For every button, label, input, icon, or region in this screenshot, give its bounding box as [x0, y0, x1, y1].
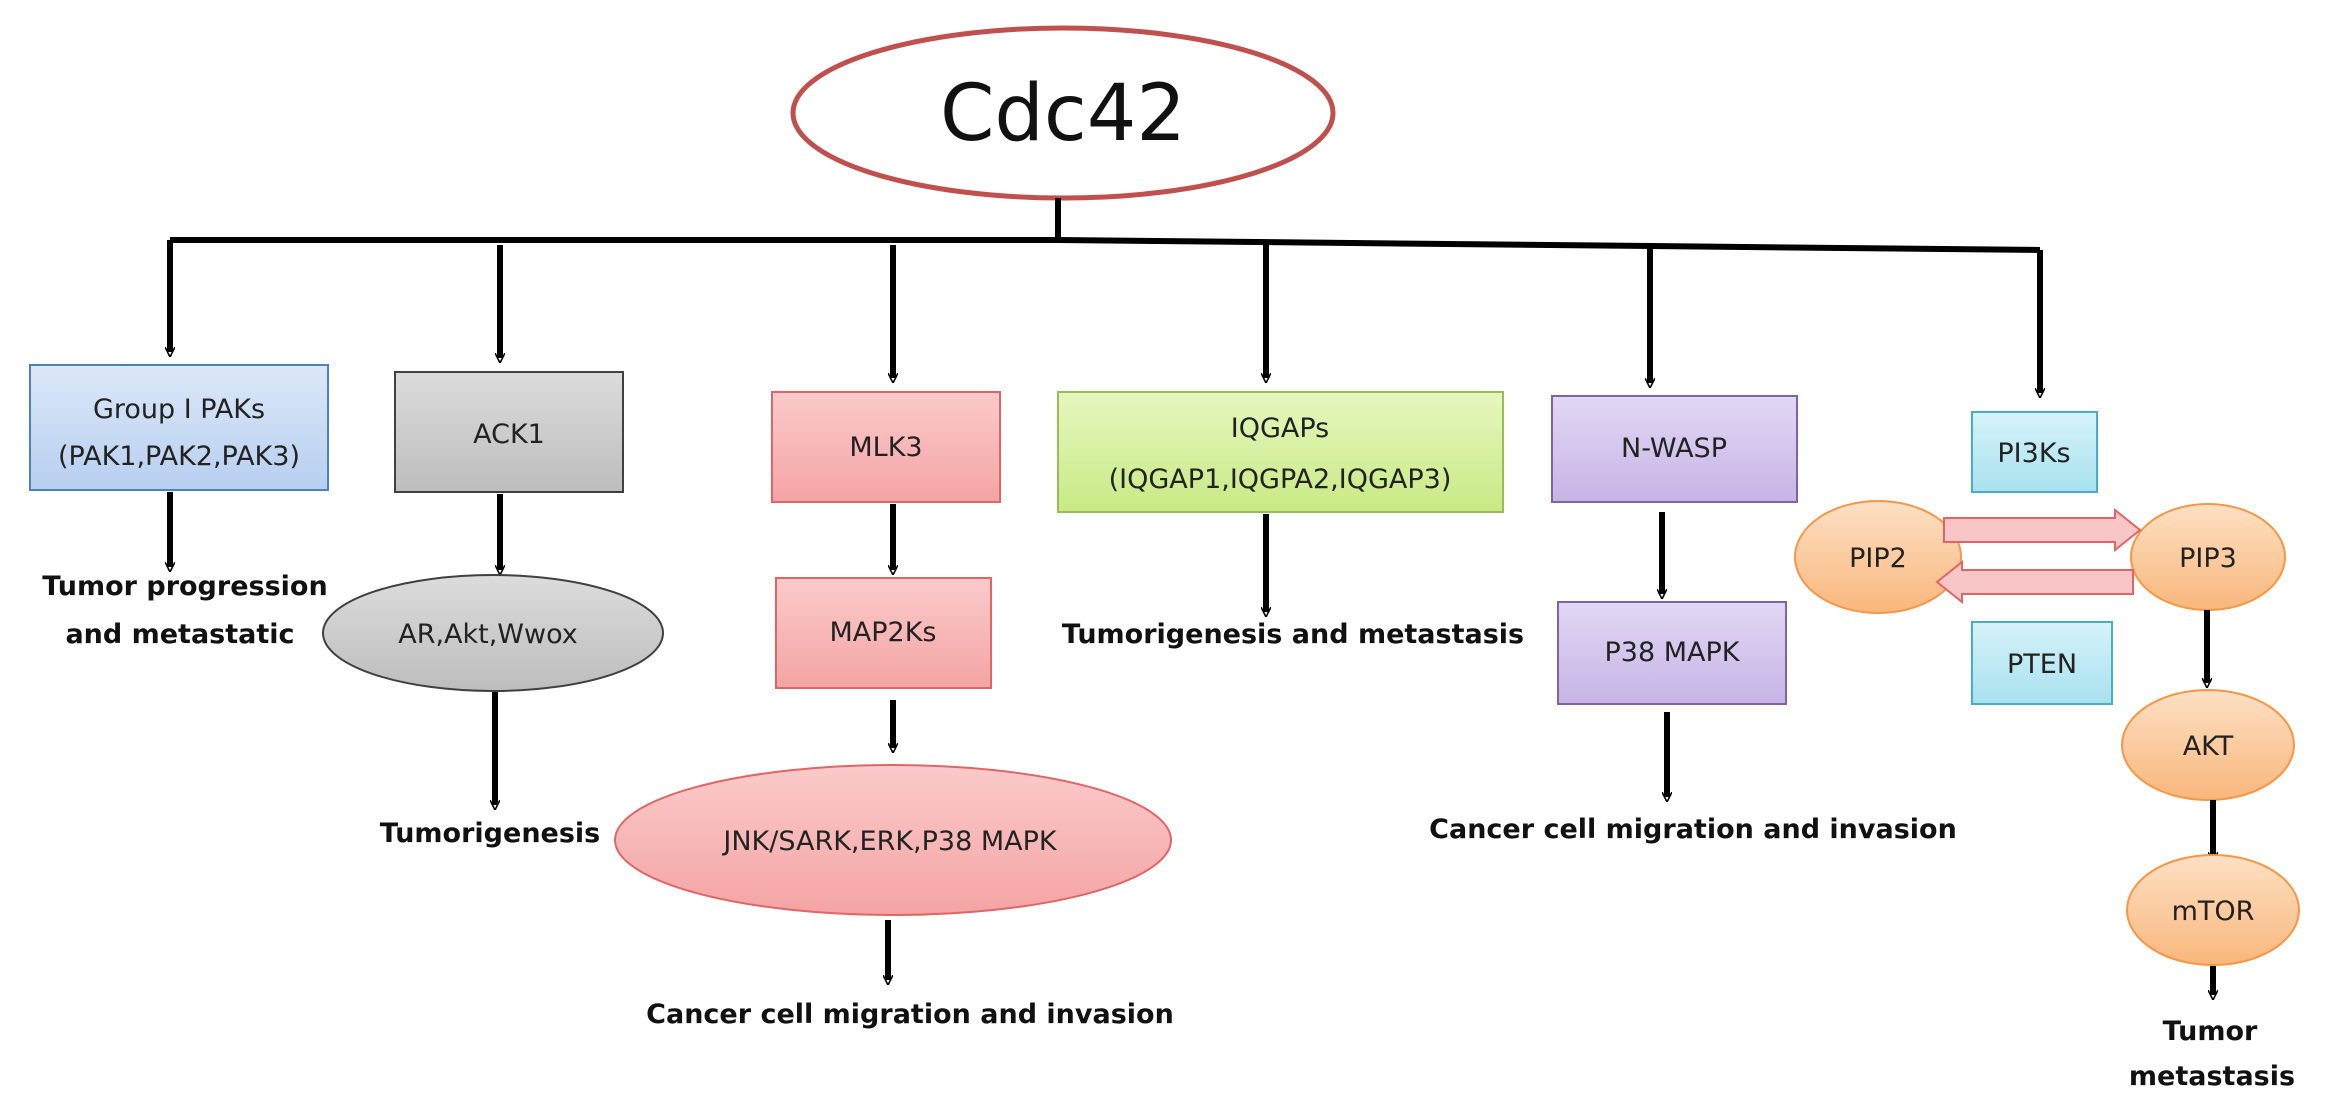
pip3-label: PIP3 — [2179, 543, 2237, 574]
mtor-label: mTOR — [2172, 896, 2255, 927]
pip3-to-pip2-arrow — [1935, 559, 2134, 605]
paks-outcome-line2: and metastatic — [65, 619, 294, 650]
ack1-box — [394, 371, 624, 493]
paks-members: (PAK1,PAK2,PAK3) — [58, 441, 300, 472]
akt-ellipse — [2121, 689, 2295, 801]
iqgaps-outcome: Tumorigenesis and metastasis — [1062, 619, 1524, 650]
nwasp-box — [1551, 395, 1798, 503]
branch-pi3k: PI3Ks PIP2 PIP3 PTEN AKT mTOR Tumor meta… — [1794, 411, 2300, 1092]
iqgaps-members: (IQGAP1,IQGPA2,IQGAP3) — [1109, 464, 1452, 495]
paks-label: Group Ⅰ PAKs — [93, 394, 265, 425]
pi3k-label: PI3Ks — [1997, 438, 2070, 469]
root-node: Cdc42 — [790, 25, 1336, 201]
mlk3-outcome: Cancer cell migration and invasion — [646, 999, 1174, 1030]
pi3k-outcome-line1: Tumor — [2163, 1016, 2258, 1047]
branch-paks: Group Ⅰ PAKs (PAK1,PAK2,PAK3) Tumor prog… — [29, 364, 329, 650]
pip2-ellipse — [1794, 500, 1962, 614]
paks-outcome-line1: Tumor progression — [42, 571, 327, 602]
root-label: Cdc42 — [940, 69, 1186, 159]
mapk-label: JNK/SARK,ERK,P38 MAPK — [721, 826, 1057, 857]
mtor-ellipse — [2126, 854, 2300, 966]
akt-label: AKT — [2183, 731, 2234, 762]
pip2-label: PIP2 — [1849, 543, 1907, 574]
ack1-label: ACK1 — [473, 419, 545, 450]
branch-nwasp: N-WASP P38 MAPK Cancer cell migration an… — [1429, 395, 1957, 845]
branch-iqgaps: IQGAPs (IQGAP1,IQGPA2,IQGAP3) Tumorigene… — [1057, 391, 1524, 650]
pi3k-box — [1971, 411, 2098, 493]
ack1-targets-ellipse — [322, 574, 664, 692]
ack1-targets: AR,Akt,Wwox — [398, 619, 578, 650]
mlk3-box — [771, 391, 1001, 503]
branch-connectors — [170, 198, 2040, 393]
paks-box — [29, 364, 329, 491]
iqgaps-box — [1057, 391, 1504, 513]
branch-ack1: ACK1 AR,Akt,Wwox Tumorigenesis — [322, 371, 664, 849]
mlk3-label: MLK3 — [849, 432, 922, 463]
p38-box — [1557, 601, 1787, 705]
map2ks-box — [775, 577, 992, 689]
pi3k-outcome-line2: metastasis — [2129, 1061, 2295, 1092]
pten-label: PTEN — [2007, 649, 2077, 680]
pip2-to-pip3-arrow — [1943, 507, 2142, 553]
nwasp-outcome: Cancer cell migration and invasion — [1429, 814, 1957, 845]
nwasp-label: N-WASP — [1621, 433, 1727, 464]
branch-mlk3: MLK3 MAP2Ks JNK/SARK,ERK,P38 MAPK Cancer… — [614, 391, 1174, 1030]
mapk-ellipse — [614, 764, 1172, 916]
ack1-outcome: Tumorigenesis — [380, 818, 601, 849]
pten-box — [1971, 621, 2113, 705]
map2ks-label: MAP2Ks — [830, 617, 937, 648]
p38-label: P38 MAPK — [1605, 637, 1741, 668]
iqgaps-label: IQGAPs — [1231, 413, 1329, 444]
